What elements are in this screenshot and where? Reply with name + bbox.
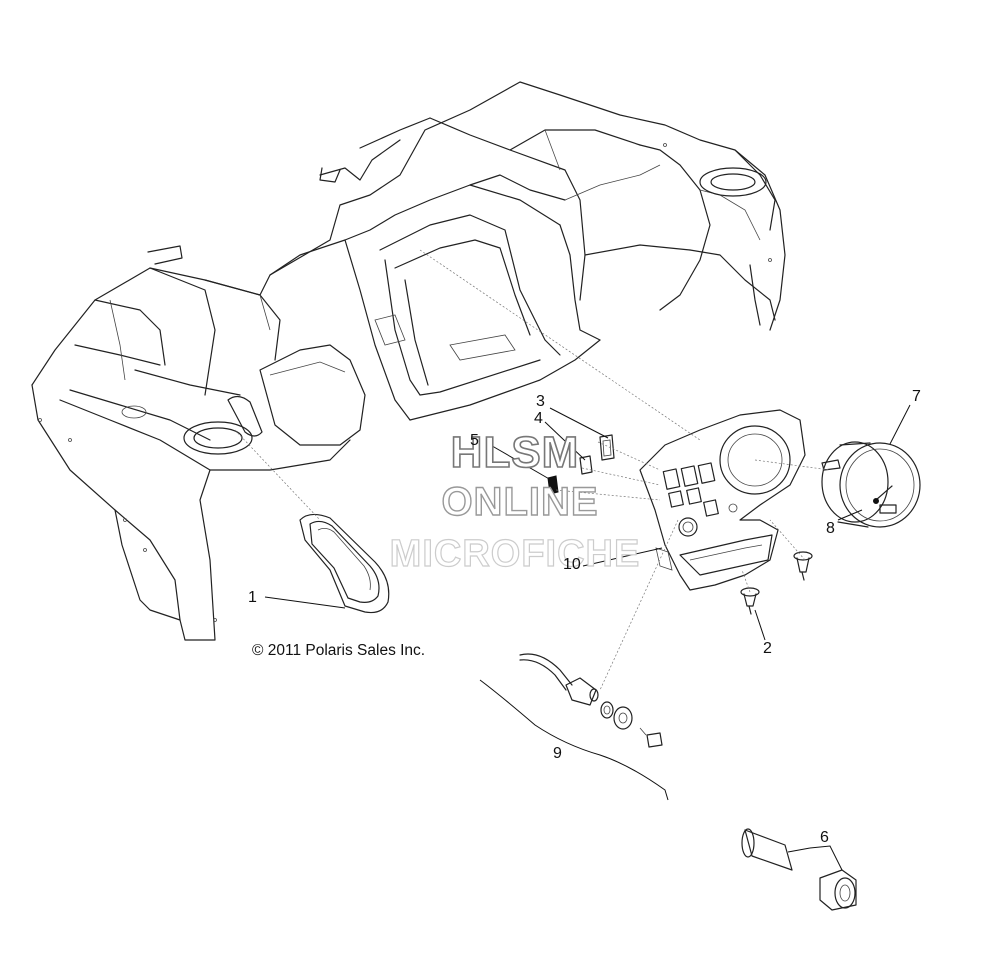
part-5-switch xyxy=(547,475,559,495)
part-9-switch-harness xyxy=(479,653,669,801)
leader-lines xyxy=(264,404,911,871)
callout-1: 1 xyxy=(248,589,257,606)
copyright-text: © 2011 Polaris Sales Inc. xyxy=(252,642,426,659)
callout-7: 7 xyxy=(912,388,921,405)
dashboard-body xyxy=(31,81,786,641)
instrument-panel xyxy=(639,409,806,591)
callout-9: 9 xyxy=(553,745,562,762)
part-7-speedometer xyxy=(821,441,921,528)
part-6-power-point xyxy=(741,828,857,911)
part-2-fasteners xyxy=(740,551,813,615)
part-3-clip xyxy=(599,434,615,461)
watermark-line-1: HLSM xyxy=(450,427,580,478)
part-1-grab-handle xyxy=(234,429,390,614)
callout-2: 2 xyxy=(763,640,772,657)
callout-10: 10 xyxy=(563,556,581,573)
part-4-switch xyxy=(579,455,593,475)
callout-3: 3 xyxy=(536,393,545,410)
callout-4: 4 xyxy=(534,410,543,427)
watermark-line-2: ONLINE xyxy=(441,479,599,524)
callout-5: 5 xyxy=(470,432,479,449)
callout-8: 8 xyxy=(826,520,835,537)
callout-6: 6 xyxy=(820,829,829,846)
alignment-lines xyxy=(419,249,831,691)
watermark-line-3: MICROFICHE xyxy=(389,532,641,575)
